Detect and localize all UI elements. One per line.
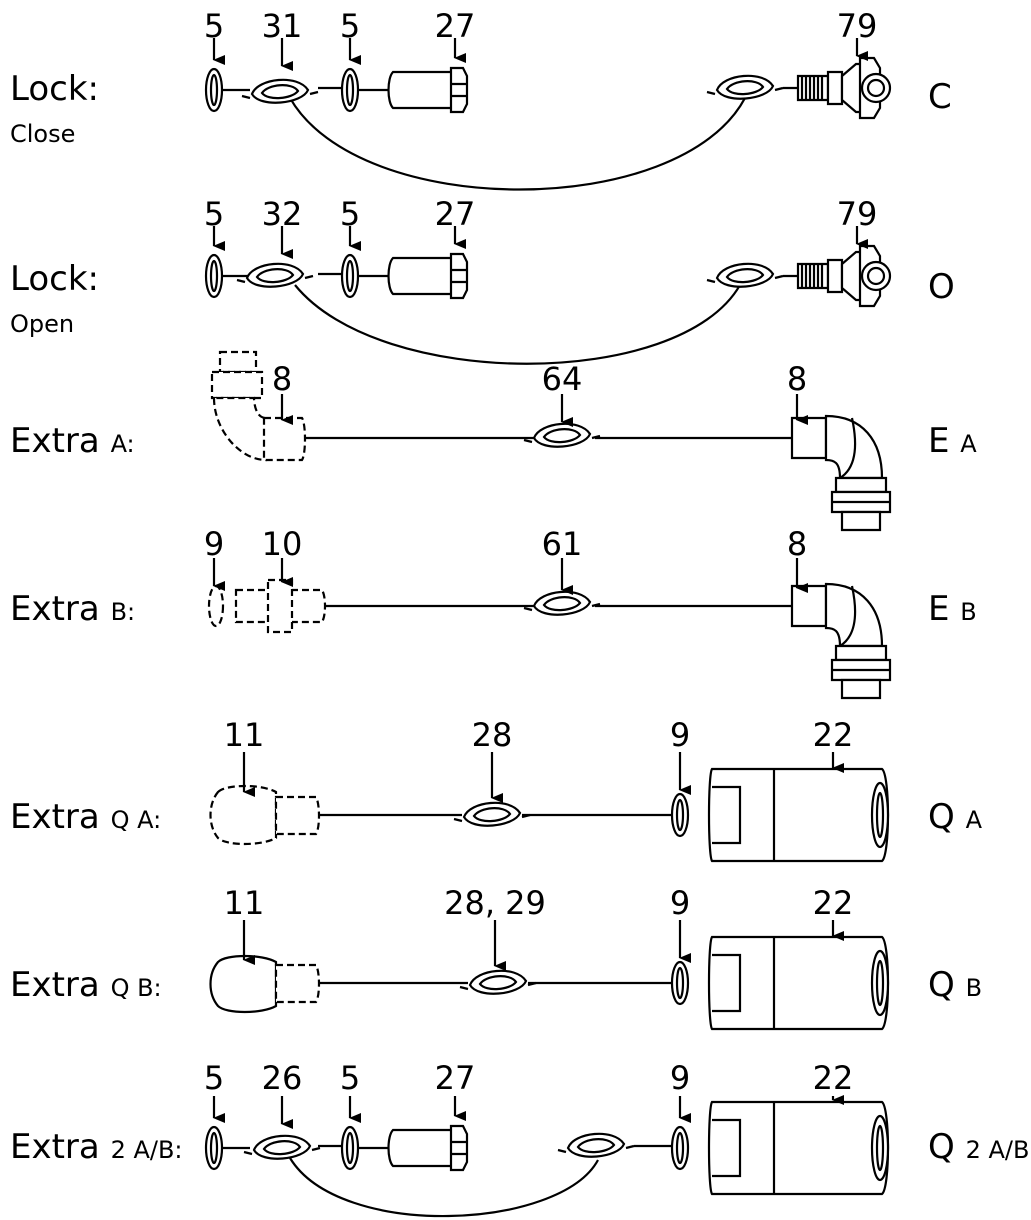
lock-open-assembly	[204, 226, 892, 365]
part-number: 11	[223, 884, 265, 922]
row-code: Q B	[928, 965, 983, 1005]
part-number: 26	[261, 1059, 303, 1097]
row-code: E A	[928, 421, 977, 461]
part-number: 8	[786, 360, 808, 398]
part-number: 5	[339, 7, 361, 45]
part-number: 5	[339, 195, 361, 233]
extra-q-b-assembly	[209, 920, 890, 1031]
row-label-sub: Close	[10, 120, 76, 148]
row-code: Q 2 A/B	[928, 1127, 1030, 1167]
extra-b-assembly	[207, 558, 892, 700]
row-label: Lock:	[10, 259, 99, 299]
part-number: 9	[669, 716, 691, 754]
part-number: 5	[339, 1059, 361, 1097]
part-number: 28	[471, 716, 513, 754]
row-code: Q A	[928, 797, 982, 837]
row-label: Extra 2 A/B:	[10, 1127, 183, 1167]
lock-close-assembly	[204, 38, 892, 191]
part-number: 9	[203, 525, 225, 563]
row-code: C	[928, 77, 952, 117]
part-number: 32	[261, 195, 303, 233]
part-number: 79	[836, 195, 878, 233]
part-number: 64	[541, 360, 583, 398]
part-number: 27	[434, 1059, 476, 1097]
row-label-sub: Open	[10, 310, 75, 338]
part-number: 5	[203, 1059, 225, 1097]
part-number: 27	[434, 195, 476, 233]
part-number: 9	[669, 884, 691, 922]
part-number: 22	[812, 716, 854, 754]
part-number: 22	[812, 884, 854, 922]
row-label: Lock:	[10, 69, 99, 109]
row-label: Extra Q A:	[10, 797, 162, 837]
row-code: O	[928, 267, 955, 307]
part-number: 5	[203, 195, 225, 233]
part-number: 10	[261, 525, 303, 563]
row-code: E B	[928, 589, 977, 629]
part-number: 28, 29	[444, 884, 546, 922]
part-number: 5	[203, 7, 225, 45]
part-number: 8	[271, 360, 293, 398]
part-number: 27	[434, 7, 476, 45]
row-label: Extra Q B:	[10, 965, 162, 1005]
row-label: Extra B:	[10, 589, 136, 629]
part-number: 31	[261, 7, 303, 45]
extra-a-assembly	[210, 350, 892, 532]
extra-2ab-assembly	[204, 1095, 890, 1218]
row-label: Extra A:	[10, 421, 135, 461]
part-number: 79	[836, 7, 878, 45]
part-number: 11	[223, 716, 265, 754]
part-number: 22	[812, 1059, 854, 1097]
part-number: 8	[786, 525, 808, 563]
extra-q-a-assembly	[209, 752, 890, 863]
part-number: 61	[541, 525, 583, 563]
part-number: 9	[669, 1059, 691, 1097]
